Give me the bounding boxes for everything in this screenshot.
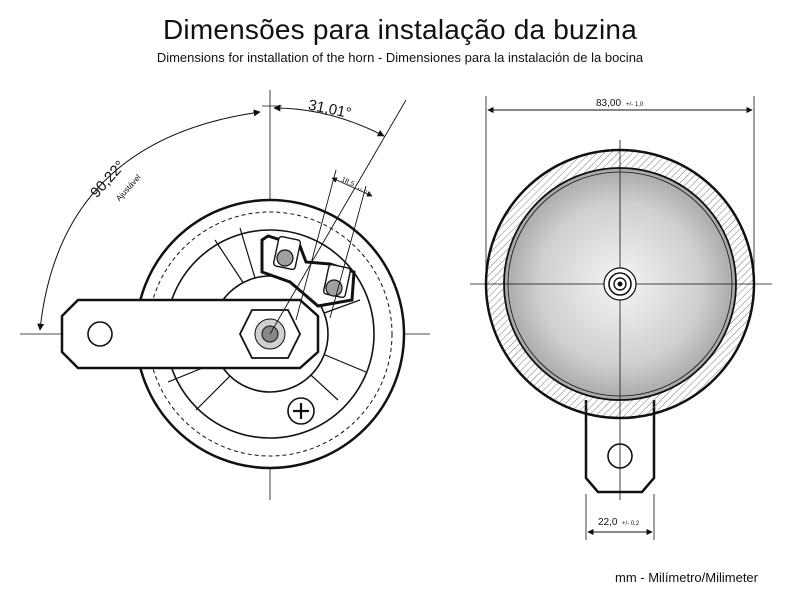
unit-note: mm - Milímetro/Milimeter <box>615 570 758 585</box>
terminal-dim-label: 18,5 <box>340 176 355 188</box>
terminal-dimension <box>331 177 373 197</box>
right-view-labels: 83,00 +/- 1,0 22,0 +/- 0,2 <box>596 98 644 528</box>
bracket-hole <box>87 321 113 347</box>
width-dim-label: 83,00 <box>596 98 621 109</box>
bracket-dim-label: 22,0 <box>598 517 618 528</box>
angle-31-label: 31,01° <box>307 97 353 123</box>
right-view <box>470 96 772 540</box>
angle-dimension-90 <box>37 109 261 331</box>
angle-line-31 <box>269 99 407 335</box>
left-view-labels: 31,01° 90,22° Ajustável 18,5 +/- 0,3 <box>87 97 371 203</box>
terminal-screw-1 <box>276 249 294 267</box>
front-rivet-center <box>617 281 623 287</box>
page-subtitle: Dimensions for installation of the horn … <box>156 50 644 65</box>
page-title: Dimensões para instalação da buzina <box>163 14 637 45</box>
angle-dimension-31 <box>273 104 385 137</box>
terminal-screw-2 <box>325 279 343 297</box>
left-view <box>20 90 430 500</box>
width-dim-tolerance: +/- 1,0 <box>626 102 644 108</box>
horn-dashed-ring <box>147 211 393 457</box>
terminal-dim-tolerance: +/- 0,3 <box>356 186 372 197</box>
bracket-dim-tolerance: +/- 0,2 <box>622 521 640 527</box>
